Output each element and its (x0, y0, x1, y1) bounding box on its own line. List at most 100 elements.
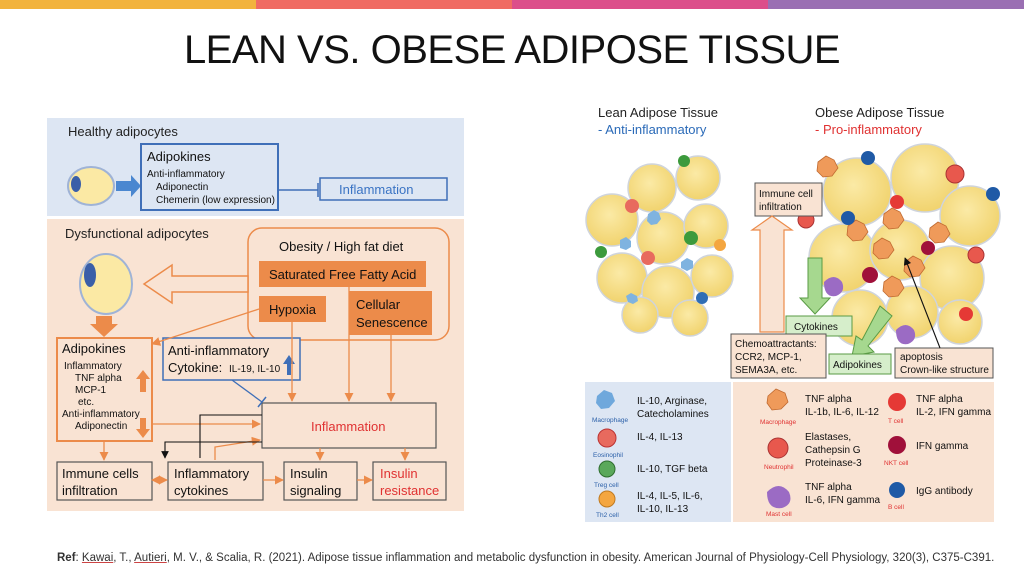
cellular-label: Cellular (356, 297, 401, 312)
inhibit-blue-bar (257, 396, 267, 408)
legend-cell-desc: IL-2, IFN gamma (916, 407, 991, 418)
inflammatory-cytokines-line2: cytokines (174, 483, 229, 498)
insulin-signaling-line1: Insulin (290, 466, 328, 481)
legend-cell-name: B cell (888, 504, 904, 511)
immune-cells-line1: Immune cells (62, 466, 139, 481)
legend-cell-desc: Elastases, (805, 432, 851, 443)
up-arrow-icon (136, 370, 150, 392)
macrophage-anti-icon (596, 390, 615, 409)
legend-cell-name: T cell (888, 418, 904, 425)
reference-rest: , M. V., & Scalia, R. (2021). Adipose ti… (166, 552, 995, 564)
senescence-box (349, 291, 432, 335)
chemoattractants-box (730, 333, 827, 379)
inflammation-blue-box (319, 177, 448, 201)
obesity-label: Obesity / High fat diet (279, 239, 404, 254)
reference-author-1: Kawai (81, 552, 114, 564)
immune-cells-line2: infiltration (62, 483, 118, 498)
legend-cell-name: Macrophage (592, 417, 629, 424)
legend-cell-desc: IL-6, IFN gamma (805, 495, 880, 506)
adipokines-dysfunctional-line: Inflammatory (64, 361, 122, 372)
top-bar-segment (512, 0, 768, 9)
adipokines-right-label: Adipokines (833, 360, 882, 371)
chemoattractants-line: SEMA3A, etc. (735, 365, 797, 376)
lean-tissue-cluster (585, 155, 734, 337)
healthy-arrow-icon (116, 175, 141, 197)
top-color-bar (0, 0, 1024, 9)
inflammatory-cytokines-line1: Inflammatory (174, 466, 250, 481)
lean-subtitle: - Anti-inflammatory (598, 122, 707, 137)
adipokines-dysfunctional-box (56, 337, 153, 442)
sffa-box (259, 261, 426, 287)
legend-cell-desc: TNF alpha (805, 482, 852, 493)
lean-immune-cells (595, 155, 726, 304)
insulin-signaling-line2: signaling (290, 483, 341, 498)
hypoxia-box (259, 296, 326, 322)
apoptosis-box (894, 347, 994, 379)
reference-author-2: Autieri (134, 552, 167, 564)
reference-citation: Ref: Kawai, T., Autieri, M. V., & Scalia… (57, 552, 995, 564)
crown-pointer (903, 257, 941, 349)
macrophage-pro-icon (766, 388, 789, 411)
apoptosis-line2: Crown-like structure (900, 365, 989, 376)
adipokines-healthy-line: Adiponectin (156, 182, 208, 193)
adipokines-dysfunctional-line: Anti-inflammatory (62, 409, 140, 420)
healthy-label: Healthy adipocytes (68, 124, 178, 139)
anti-cytokine-small: IL-19, IL-10 (229, 364, 281, 375)
adipokines-healthy-title: Adipokines (147, 149, 211, 164)
legend-cell-name: NKT cell (884, 460, 909, 467)
immune-infiltration-line2: infiltration (759, 202, 802, 213)
legend-cell-desc: IFN gamma (916, 441, 969, 452)
insulin-signaling-box (283, 461, 358, 501)
inflammatory-cytokines-box (167, 461, 264, 501)
mast-cell-icon (767, 486, 791, 509)
legend-cell-desc: Catecholamines (637, 409, 709, 420)
adipokines-dysfunctional-line: TNF alpha (75, 373, 122, 384)
reference-label: Ref (57, 552, 76, 564)
top-bar-segment (256, 0, 512, 9)
chemoattractants-line: CCR2, MCP-1, (735, 352, 802, 363)
green-down-arrow-icon (798, 257, 832, 315)
down-arrow-small-icon (136, 418, 150, 438)
inflammation-blue-label: Inflammation (339, 182, 413, 197)
dysfunctional-label: Dysfunctional adipocytes (65, 226, 209, 241)
obese-immune-cells (797, 151, 1000, 345)
anti-cytokine-box (162, 337, 301, 381)
adipokines-dysfunctional-line: etc. (78, 397, 94, 408)
legend-cell-name: Th2 cell (596, 512, 619, 519)
insulin-resistance-line2: resistance (380, 483, 439, 498)
legend-cell-desc: IL-10, Arginase, (637, 396, 707, 407)
anti-cytokine-line2: Cytokine: (168, 360, 222, 375)
top-bar-segment (0, 0, 256, 9)
eosinophil-icon (597, 428, 617, 448)
apoptosis-line1: apoptosis (900, 352, 943, 363)
inhibit-blue-line (231, 379, 263, 403)
hollow-up-arrow-icon (750, 215, 794, 333)
cytokines-label: Cytokines (794, 322, 838, 333)
treg-icon (598, 460, 616, 478)
adipokines-healthy-box (140, 143, 279, 211)
insulin-resistance-line1: Insulin (380, 466, 418, 481)
anti-cytokine-line1: Anti-inflammatory (168, 343, 270, 358)
immune-infiltration-line1: Immune cell (759, 189, 813, 200)
legend-cell-desc: IgG antibody (916, 486, 973, 497)
legend-cell-desc: TNF alpha (916, 394, 963, 405)
b-cell-icon (889, 482, 905, 498)
legend-cell-desc: Cathepsin G (805, 445, 861, 456)
legend-cell-desc: TNF alpha (805, 394, 852, 405)
legend-cell-name: Eosinophil (593, 452, 624, 459)
legend-cell-name: Macrophage (760, 419, 797, 426)
th2-icon (598, 490, 616, 508)
adipokines-healthy-line: Anti-inflammatory (147, 169, 225, 180)
adipokines-healthy-line: Chemerin (low expression) (156, 195, 275, 206)
legend-anti-items: Macrophage IL-10, Arginase, Catecholamin… (592, 390, 709, 519)
legend-cell-name: Treg cell (594, 482, 619, 489)
slide-title: LEAN VS. OBESE ADIPOSE TISSUE (183, 28, 841, 72)
lean-title: Lean Adipose Tissue (598, 105, 718, 120)
legend-cell-desc: IL-10, TGF beta (637, 464, 708, 475)
inflammation-red-label: Inflammation (311, 419, 385, 434)
adipokines-right-box (828, 353, 892, 375)
adipokines-dysfunctional-title: Adipokines (62, 341, 126, 356)
adipokines-dysfunctional-line: Adiponectin (75, 421, 127, 432)
hollow-arrow-icon (142, 263, 249, 305)
